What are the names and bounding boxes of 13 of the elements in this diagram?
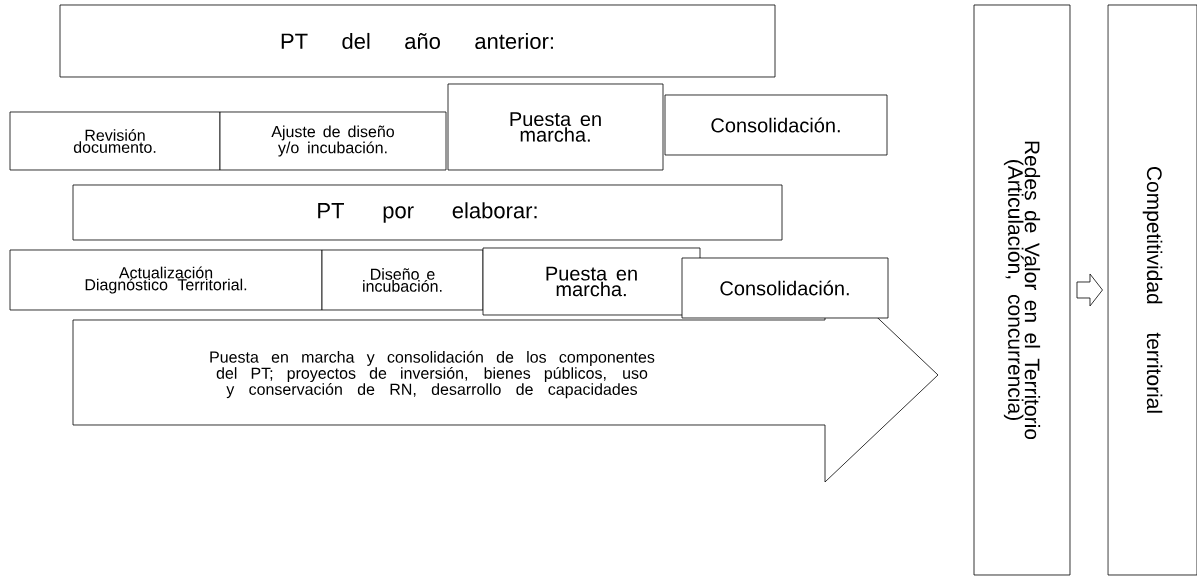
stage-box: Actualización Diagnóstico Territorial. (9, 249, 323, 311)
stage-box: Consolidación. (664, 94, 888, 156)
stage-box: Ajuste de diseño y/o incubación. (219, 111, 447, 171)
stage-box: PT del año anterior: (59, 4, 776, 78)
stage-box: Puesta en marcha. (447, 83, 664, 171)
stage-box: Diseño e incubación. (321, 249, 484, 311)
stage-box: Consolidación. (681, 257, 889, 319)
vertical-box: Competitividad territorial (1107, 4, 1197, 576)
stage-box: Puesta en marcha. (482, 247, 701, 316)
block-arrow (1076, 273, 1103, 307)
stage-box: PT por elaborar: (72, 184, 783, 241)
stage-box: Revisión documento. (9, 111, 221, 171)
vertical-box: Redes de Valor en el Territorio (Articulación, concurrencia) (973, 4, 1071, 576)
